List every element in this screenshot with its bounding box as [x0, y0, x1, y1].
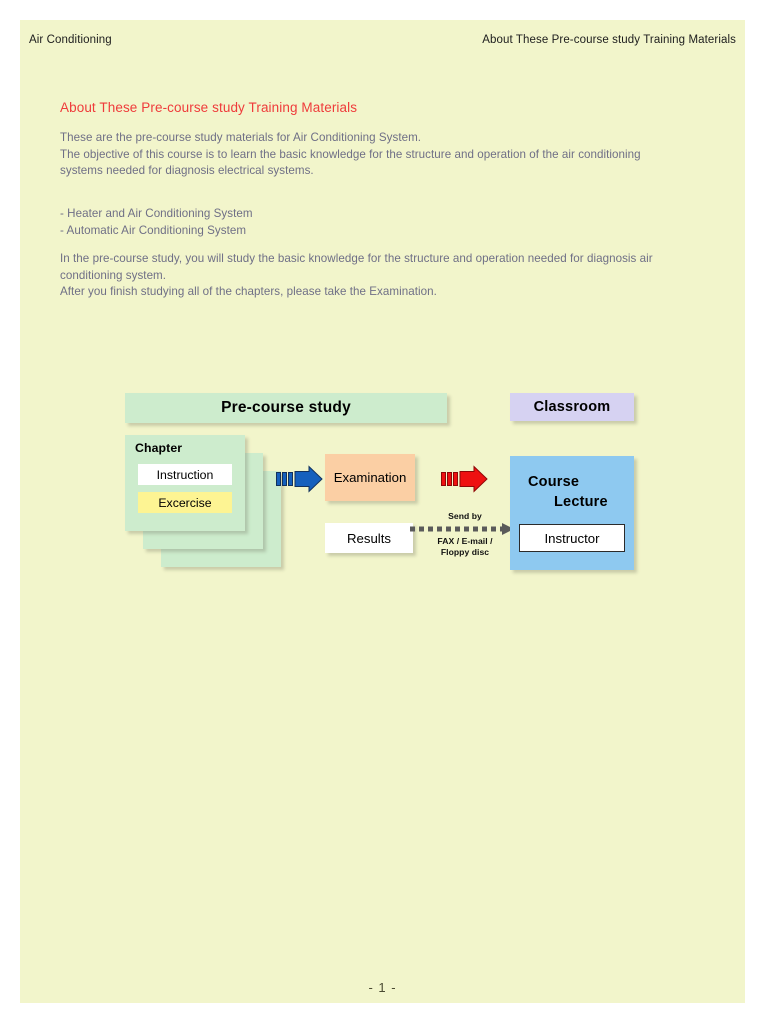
send-caption-line-2: FAX / E-mail /	[437, 536, 493, 546]
course-lecture-line-1: Course	[528, 474, 580, 490]
examination-box: Examination	[325, 454, 415, 501]
chapter-instruction-box: Instruction	[138, 464, 232, 485]
page-number: - 1 -	[368, 980, 397, 995]
outro-line-2: After you finish studying all of the cha…	[60, 285, 437, 299]
list-item-automatic: - Automatic Air Conditioning System	[60, 223, 247, 237]
results-box: Results	[325, 523, 413, 553]
outro-paragraph: In the pre-course study, you will study …	[60, 251, 680, 301]
banner-pre-course-study: Pre-course study	[125, 393, 447, 423]
chapter-label: Chapter	[135, 441, 183, 455]
red-block-arrow-icon	[441, 465, 488, 493]
intro-line-2: The objective of this course is to learn…	[60, 147, 641, 178]
chapter-exercise-box: Excercise	[138, 492, 232, 513]
send-dotted-arrow-icon	[410, 523, 514, 535]
document-page: Air Conditioning About These Pre-course …	[20, 20, 745, 1003]
send-caption-line-1: Send by	[448, 511, 482, 521]
send-caption-lines-2-3: FAX / E-mail / Floppy disc	[419, 536, 511, 558]
intro-line-1: These are the pre-course study materials…	[60, 131, 422, 144]
outro-line-1: In the pre-course study, you will study …	[60, 252, 653, 282]
instructor-box: Instructor	[519, 524, 625, 552]
header-left-title: Air Conditioning	[29, 34, 112, 46]
banner-classroom: Classroom	[510, 393, 634, 421]
system-list: - Heater and Air Conditioning System - A…	[60, 206, 480, 239]
list-item-heater: - Heater and Air Conditioning System	[60, 207, 253, 220]
course-flow-diagram: Pre-course study Classroom Chapter Instr…	[20, 20, 745, 1003]
header-right-title: About These Pre-course study Training Ma…	[482, 34, 736, 46]
course-lecture-box: Course Lecture Instructor	[510, 456, 634, 570]
page-header: Air Conditioning About These Pre-course …	[20, 20, 745, 60]
blue-block-arrow-icon	[276, 465, 323, 493]
send-caption-line-3: Floppy disc	[440, 547, 490, 557]
intro-paragraph: These are the pre-course study materials…	[60, 130, 682, 180]
page-title: About These Pre-course study Training Ma…	[60, 100, 358, 115]
course-lecture-line-2: Lecture	[554, 494, 608, 510]
